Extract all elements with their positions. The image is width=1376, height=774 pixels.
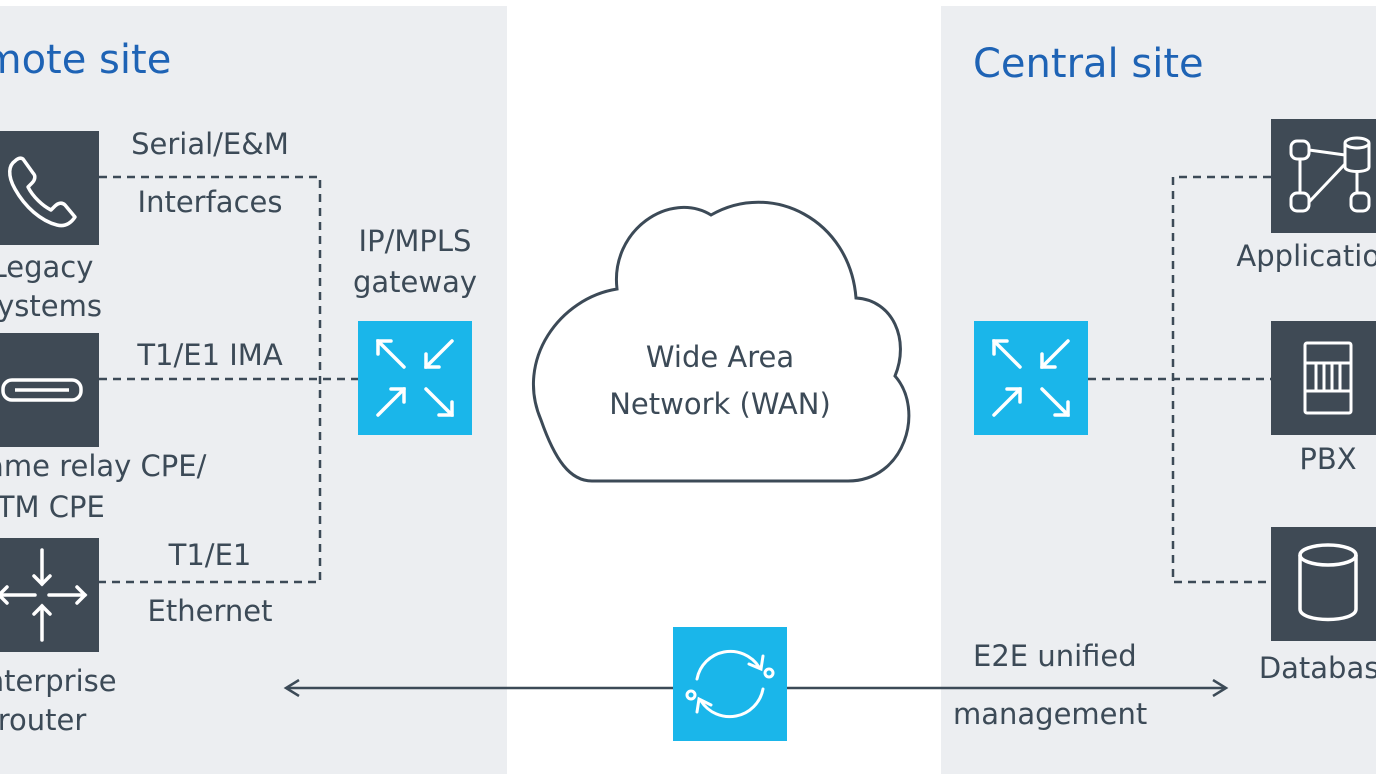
- database-icon: [1298, 543, 1358, 622]
- serial-interface-label: Serial/E&M: [131, 127, 289, 161]
- modem-icon: [1, 378, 83, 402]
- central-gateway-device: [974, 321, 1088, 435]
- pbx-device: [1271, 321, 1376, 435]
- gateway-arrows-icon: [376, 339, 454, 417]
- ethernet-link-label: Ethernet: [147, 594, 273, 628]
- applications-device: [1271, 119, 1376, 233]
- wan-label-2: Network (WAN): [609, 387, 831, 421]
- enterprise-router-device: [0, 538, 99, 652]
- sync-icon: [685, 649, 775, 719]
- management-label: E2E unified: [973, 639, 1137, 673]
- applications-label: Applications: [1236, 239, 1376, 273]
- router-icon: [0, 548, 88, 642]
- serial-interface-label-2: Interfaces: [137, 185, 283, 219]
- serial-link-line: [99, 175, 322, 584]
- central-site-title: Central site: [973, 41, 1204, 87]
- pbx-icon: [1303, 341, 1353, 415]
- enterprise-router-label: Enterprise: [0, 664, 117, 698]
- cpe-label: Frame relay CPE/: [0, 449, 207, 483]
- gateway-label: IP/MPLS: [358, 224, 472, 258]
- legacy-systems-device: [0, 131, 99, 245]
- application-icon: [1289, 136, 1371, 213]
- database-device: [1271, 527, 1376, 641]
- ima-link-label: T1/E1 IMA: [137, 338, 283, 372]
- remote-site-title: Remote site: [0, 37, 172, 83]
- legacy-systems-label-2: systems: [0, 289, 102, 323]
- remote-gateway-device: [358, 321, 472, 435]
- database-label: Database: [1258, 651, 1376, 685]
- gateway-arrows-icon: [992, 339, 1070, 417]
- pbx-label: PBX: [1299, 442, 1357, 476]
- management-label-2: management: [953, 697, 1148, 731]
- legacy-systems-label: Legacy: [0, 250, 94, 284]
- cpe-device: [0, 333, 99, 447]
- management-sync-device: [673, 627, 787, 741]
- gateway-label-2: gateway: [352, 265, 478, 299]
- cpe-label-2: ATM CPE: [0, 490, 105, 524]
- t1e1-link-label: T1/E1: [168, 538, 252, 572]
- phone-icon: [8, 156, 77, 228]
- wan-cloud: [531, 200, 911, 483]
- enterprise-router-label-2: router: [0, 703, 87, 737]
- wan-label: Wide Area: [645, 340, 795, 374]
